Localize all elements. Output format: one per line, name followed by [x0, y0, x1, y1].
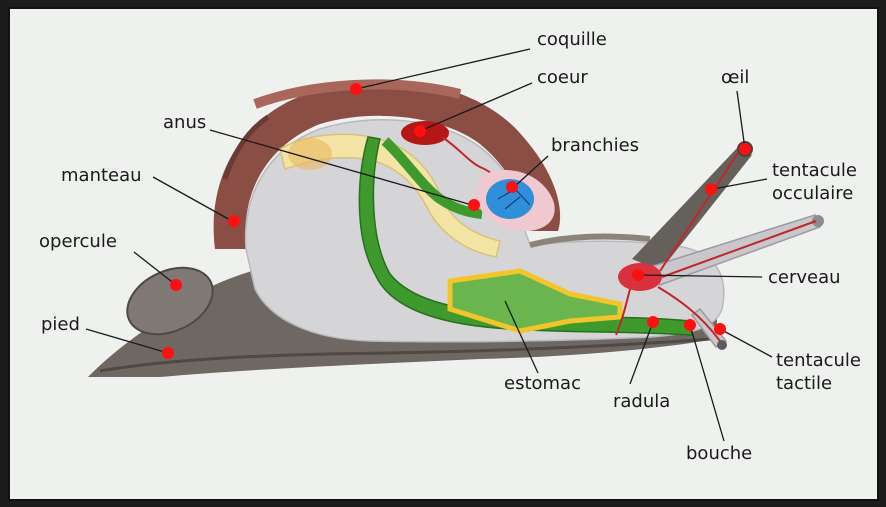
marker-coeur: [414, 125, 426, 137]
marker-radula: [647, 316, 659, 328]
label-opercule: opercule: [39, 231, 117, 252]
marker-tentacule-tactile: [714, 323, 726, 335]
label-branchies: branchies: [551, 135, 639, 156]
marker-anus: [468, 199, 480, 211]
label-manteau: manteau: [61, 165, 142, 186]
label-coquille: coquille: [537, 29, 607, 50]
marker-coquille: [350, 83, 362, 95]
label-radula: radula: [613, 391, 670, 412]
label-tentacule-occulaire-line1: tentacule: [772, 160, 857, 181]
label-estomac: estomac: [504, 373, 581, 394]
marker-opercule: [170, 279, 182, 291]
marker-branchies: [506, 181, 518, 193]
label-tentacule-tactile-line1: tentacule: [776, 350, 861, 371]
label-anus: anus: [163, 112, 206, 133]
marker-cerveau: [632, 269, 644, 281]
diagram-frame: coquille coeur œil anus branchies mantea…: [8, 7, 879, 501]
label-coeur: coeur: [537, 67, 588, 88]
marker-bouche: [684, 319, 696, 331]
marker-manteau: [228, 215, 240, 227]
marker-tentacule-occulaire: [705, 183, 717, 195]
marker-pied: [162, 347, 174, 359]
label-tentacule-occulaire-line2: occulaire: [772, 183, 853, 204]
label-bouche: bouche: [686, 443, 752, 464]
label-tentacule-tactile-line2: tactile: [776, 373, 832, 394]
label-oeil: œil: [721, 67, 749, 88]
snail-anatomy-diagram: coquille coeur œil anus branchies mantea…: [10, 9, 877, 499]
label-cerveau: cerveau: [768, 267, 841, 288]
label-pied: pied: [41, 314, 80, 335]
marker-oeil: [739, 143, 751, 155]
